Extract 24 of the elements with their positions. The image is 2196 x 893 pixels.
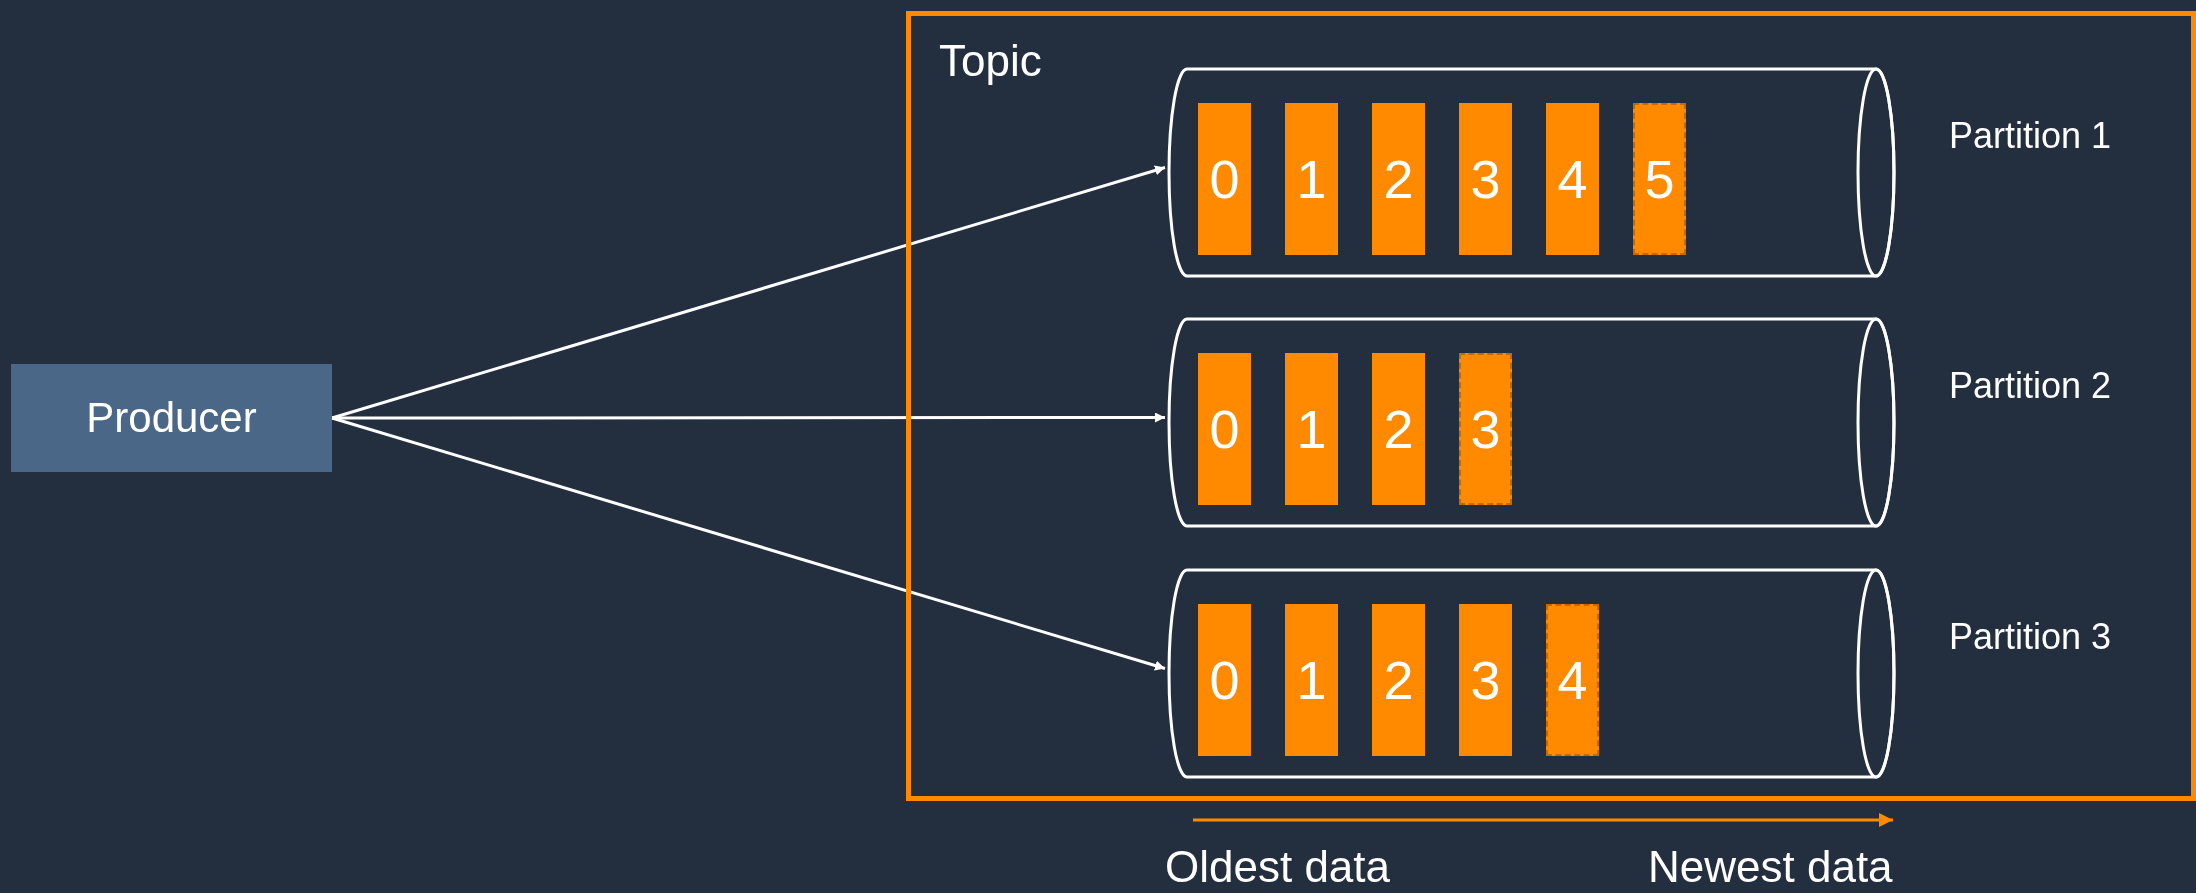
- record-block: 3: [1459, 604, 1512, 756]
- record-block: 2: [1372, 103, 1425, 255]
- record-block: 0: [1198, 353, 1251, 505]
- record-block: 5: [1633, 103, 1686, 255]
- record-block: 2: [1372, 604, 1425, 756]
- record-block: 3: [1459, 353, 1512, 505]
- axis-label: Newest data: [1648, 842, 1893, 892]
- topic-frame: [906, 11, 2196, 801]
- record-block: 1: [1285, 353, 1338, 505]
- partition-label: Partition 1: [1949, 115, 2112, 157]
- topic-title: Topic: [939, 36, 1042, 86]
- record-block: 3: [1459, 103, 1512, 255]
- record-block: 0: [1198, 604, 1251, 756]
- partition-label: Partition 2: [1949, 365, 2112, 407]
- record-block: 4: [1546, 604, 1599, 756]
- record-block: 0: [1198, 103, 1251, 255]
- partition-label: Partition 3: [1949, 616, 2112, 658]
- axis-label: Oldest data: [1165, 842, 1391, 892]
- record-block: 4: [1546, 103, 1599, 255]
- producer-box: Producer: [11, 364, 332, 472]
- record-block: 1: [1285, 604, 1338, 756]
- record-block: 2: [1372, 353, 1425, 505]
- arrow: [331, 416, 1166, 671]
- record-block: 1: [1285, 103, 1338, 255]
